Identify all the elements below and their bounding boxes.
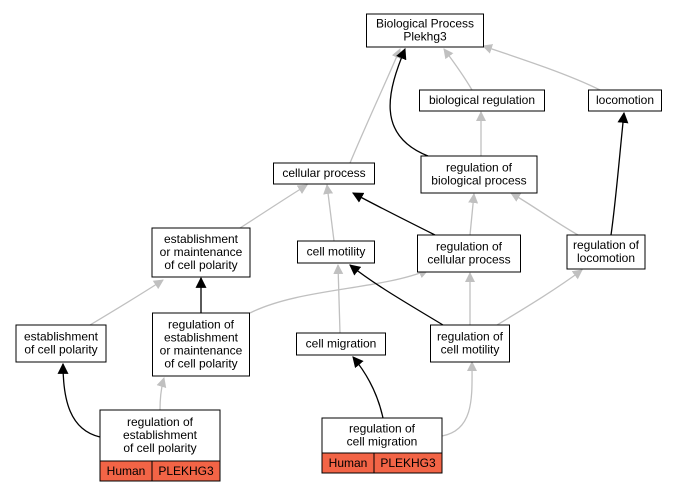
node-label-line: regulation of xyxy=(573,238,640,252)
edge-regulation-of-establishment-to-regulation-of-establishment-or-maintenance xyxy=(156,377,167,411)
edge-regulation-of-cellular-process-to-regulation-of-biological-process xyxy=(468,193,479,236)
node-label-line: or maintenance xyxy=(160,344,243,358)
node-label-line: of cell polarity xyxy=(164,357,237,371)
edge-regulation-of-cellular-process-to-cellular-process xyxy=(352,192,436,236)
edge-regulation-of-biological-process-to-biological-process xyxy=(389,47,429,157)
node-label-line: regulation of xyxy=(127,415,194,429)
node-label-line: cellular process xyxy=(282,166,365,180)
gene-tag[interactable]: PLEKHG3 xyxy=(373,452,443,474)
gene-annotation-row: Human PLEKHG3 xyxy=(321,452,443,474)
node-label-line: regulation of xyxy=(436,240,503,254)
node-label-line: cellular process xyxy=(427,253,510,267)
node-label-line: locomotion xyxy=(577,251,635,265)
node-label-line: biological regulation xyxy=(429,93,535,107)
species-tag[interactable]: Human xyxy=(321,452,375,474)
edge-establishment-or-maintenance-to-cellular-process xyxy=(239,184,308,229)
node-label-line: biological process xyxy=(431,174,526,188)
node-label-line: of cell polarity xyxy=(164,258,237,272)
node-biological-regulation[interactable]: biological regulation xyxy=(419,89,545,112)
edge-cell-motility-to-cellular-process xyxy=(323,184,335,242)
node-label-line: regulation of xyxy=(168,318,235,332)
node-label-line: cell motility xyxy=(307,245,366,259)
node-cell-motility[interactable]: cell motility xyxy=(297,240,375,264)
edge-establishment-of-cell-polarity-to-establishment-or-maintenance xyxy=(89,279,164,326)
species-tag[interactable]: Human xyxy=(99,460,153,482)
node-label-line: Biological Process xyxy=(376,17,474,31)
edge-regulation-of-cell-motility-to-regulation-of-locomotion xyxy=(496,269,583,326)
node-label-line: regulation of xyxy=(437,330,504,344)
node-label-line: or maintenance xyxy=(160,245,243,259)
node-label-line: cell motility xyxy=(441,343,500,357)
node-label-line: cell migration xyxy=(347,435,418,449)
edge-biological-regulation-to-biological-process xyxy=(443,48,473,91)
edge-cell-migration-to-cell-motility xyxy=(333,264,344,334)
edge-regulation-of-establishment-to-establishment-of-cell-polarity xyxy=(57,362,101,438)
node-label-line: of cell polarity xyxy=(123,441,196,455)
node-label-line: cell migration xyxy=(306,337,377,351)
node-label-line: establishment xyxy=(24,330,99,344)
node-label-line: locomotion xyxy=(596,93,654,107)
node-cellular-process[interactable]: cellular process xyxy=(273,162,375,185)
edge-regulation-of-establishment-or-maintenance-to-regulation-of-cellular-process xyxy=(249,268,429,314)
node-label-line: establishment xyxy=(164,331,239,345)
gene-tag-label: PLEKHG3 xyxy=(380,456,436,470)
node-label-line: establishment xyxy=(123,428,198,442)
edge-locomotion-to-biological-process xyxy=(482,44,601,91)
species-tag-label: Human xyxy=(329,456,368,470)
gene-annotation-row: Human PLEKHG3 xyxy=(99,460,221,482)
node-label-line: regulation of xyxy=(349,422,416,436)
node-label-line: regulation of xyxy=(446,161,513,175)
gene-tag[interactable]: PLEKHG3 xyxy=(151,460,221,482)
species-tag-label: Human xyxy=(107,464,146,478)
edge-regulation-of-cell-motility-to-cell-motility xyxy=(349,264,444,326)
node-label-line: Plekhg3 xyxy=(403,30,447,44)
edge-regulation-of-cell-migration-to-regulation-of-cell-motility xyxy=(441,361,478,437)
edge-regulation-of-cell-migration-to-cell-migration xyxy=(352,356,384,419)
node-cell-migration[interactable]: cell migration xyxy=(296,332,386,356)
edge-regulation-of-locomotion-to-locomotion xyxy=(610,111,629,236)
node-locomotion[interactable]: locomotion xyxy=(588,89,662,112)
gene-tag-label: PLEKHG3 xyxy=(158,464,214,478)
edge-cellular-process-to-biological-process xyxy=(349,48,402,164)
edge-regulation-of-locomotion-to-regulation-of-biological-process xyxy=(510,192,579,236)
node-label-line: establishment xyxy=(164,232,239,246)
edges xyxy=(57,44,629,438)
node-label-line: of cell polarity xyxy=(24,343,97,357)
